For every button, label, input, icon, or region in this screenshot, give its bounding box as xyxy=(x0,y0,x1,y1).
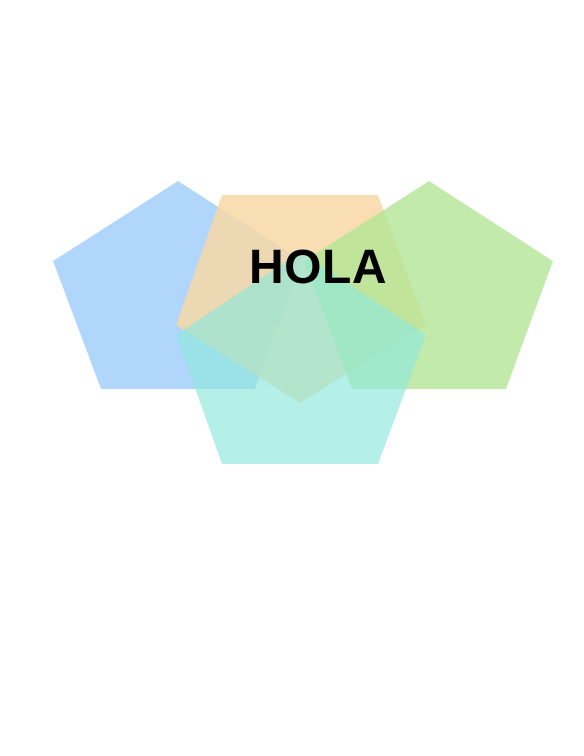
teal-pentagon xyxy=(176,252,426,464)
diagram-title: HOLA xyxy=(249,241,387,294)
